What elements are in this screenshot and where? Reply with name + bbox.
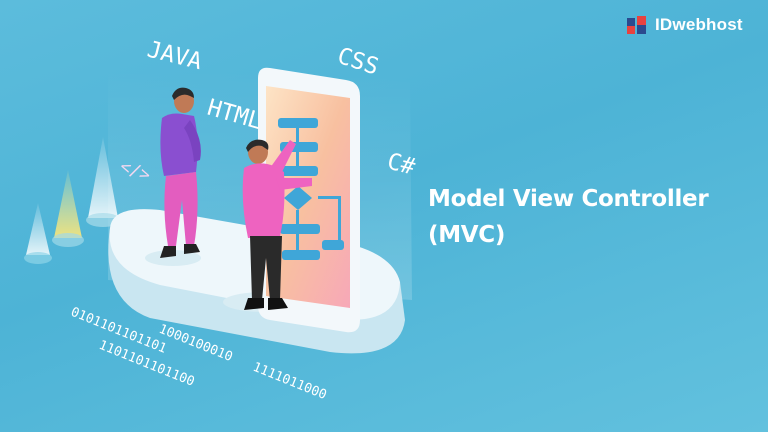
- phone-screen: [258, 67, 360, 333]
- cone-1: [26, 203, 50, 255]
- css-label: CSS: [334, 43, 382, 81]
- binary-line-4: 1111011000: [251, 360, 329, 403]
- cone-3: [88, 137, 118, 218]
- java-label: JAVA: [145, 37, 205, 76]
- light-cones: [24, 137, 120, 264]
- person-interacting: [242, 139, 312, 310]
- cone-2: [54, 170, 82, 238]
- headline-line-2: (MVC): [428, 222, 506, 248]
- brand-name: IDwebhost: [655, 15, 743, 34]
- person-thinking: [160, 87, 201, 258]
- page-headline: Model View Controller (MVC): [428, 181, 758, 253]
- idwebhost-logo-icon: [627, 16, 646, 34]
- headline-line-1: Model View Controller: [428, 186, 709, 212]
- brand-logo[interactable]: IDwebhost: [626, 14, 743, 36]
